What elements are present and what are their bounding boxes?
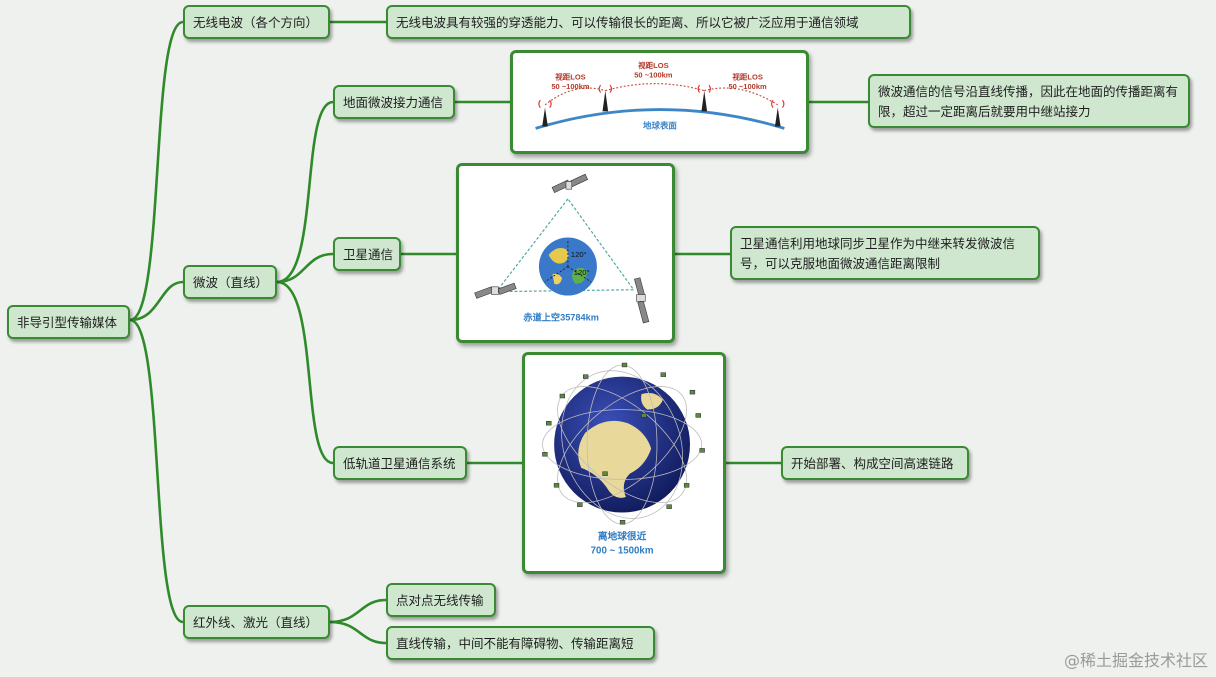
infrared-item1: 点对点无线传输 [396,593,484,608]
ground-desc: 微波通信的信号沿直线传播，因此在地面的传播距离有限，超过一定距离后就要用中继站接… [878,84,1179,119]
infrared-label: 红外线、激光（直线） [193,615,319,630]
watermark: @稀土掘金技术社区 [1063,651,1208,670]
infrared-node[interactable]: 红外线、激光（直线） [183,605,330,639]
satellite-icon-right [634,277,650,324]
microwave-node[interactable]: 微波（直线） [183,265,277,299]
radio-desc: 无线电波具有较强的穿透能力、可以传输很长的距离、所以它被广泛应用于通信领域 [396,15,859,30]
microwave-label: 微波（直线） [193,275,269,290]
leo-label: 低轨道卫星通信系统 [343,456,456,471]
infrared-item2: 直线传输，中间不能有障碍物、传输距离短 [396,636,634,651]
ground-relay-figure: 视距LOS 50 ~100km 视距LOS 50 ~100km 视距LOS 50… [510,50,809,154]
los-title-3: 视距LOS [732,71,762,81]
radio-desc-node[interactable]: 无线电波具有较强的穿透能力、可以传输很长的距离、所以它被广泛应用于通信领域 [386,5,911,39]
satellite-figure: 120° 120° 赤道上空35784km [456,163,675,343]
earth-surface-label: 地球表面 [643,120,677,130]
satellite-label: 卫星通信 [343,247,394,262]
leo-distance-line2: 700 ~ 1500km [591,545,654,556]
ground-node[interactable]: 地面微波接力通信 [333,85,455,119]
los-range-1: 50 ~100km [551,82,590,91]
ground-label: 地面微波接力通信 [343,95,444,110]
leo-desc: 开始部署、构成空间高速链路 [791,456,954,471]
satellite-desc-node[interactable]: 卫星通信利用地球同步卫星作为中继来转发微波信号，可以克服地面微波通信距离限制 [730,226,1040,280]
satellite-node[interactable]: 卫星通信 [333,237,401,271]
los-range-3: 50 ~100km [728,82,767,91]
root-node[interactable]: 非导引型传输媒体 [7,305,130,339]
radio-label: 无线电波（各个方向） [193,15,319,30]
radio-node[interactable]: 无线电波（各个方向） [183,5,330,39]
angle-label-2: 120° [574,268,590,277]
leo-desc-node[interactable]: 开始部署、构成空间高速链路 [781,446,969,480]
satellite-altitude-label: 赤道上空35784km [523,312,598,323]
leo-node[interactable]: 低轨道卫星通信系统 [333,446,467,480]
los-title-2: 视距LOS [638,60,668,70]
satellite-desc: 卫星通信利用地球同步卫星作为中继来转发微波信号，可以克服地面微波通信距离限制 [740,236,1016,271]
ground-desc-node[interactable]: 微波通信的信号沿直线传播，因此在地面的传播距离有限，超过一定距离后就要用中继站接… [868,74,1190,128]
root-label: 非导引型传输媒体 [17,315,118,330]
satellite-icon-left [474,282,517,299]
leo-figure: 离地球很近 700 ~ 1500km [522,352,726,574]
los-title-1: 视距LOS [555,71,585,81]
los-range-2: 50 ~100km [634,71,673,80]
angle-label-1: 120° [571,250,587,259]
leo-distance-line1: 离地球很近 [598,530,647,543]
infrared-item1-node[interactable]: 点对点无线传输 [386,583,496,617]
satellite-icon-top [551,173,589,193]
infrared-item2-node[interactable]: 直线传输，中间不能有障碍物、传输距离短 [386,626,655,660]
